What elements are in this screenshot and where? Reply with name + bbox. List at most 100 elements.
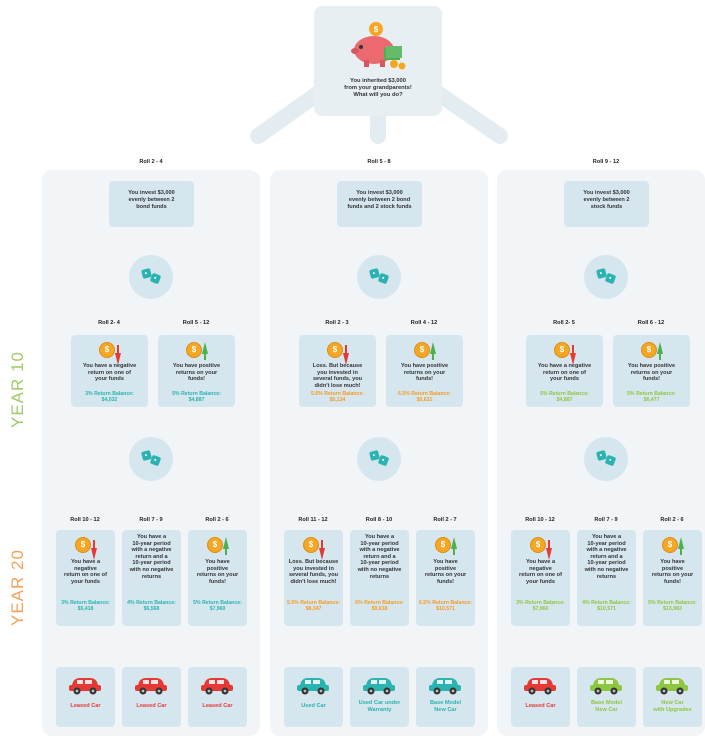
return-line: $6,477	[643, 397, 660, 404]
outcome-line: You have	[660, 559, 685, 565]
invest-line: You invest $3,000	[356, 190, 403, 196]
outcome-roll-label: Roll 4 - 12	[410, 320, 438, 326]
car-label-line: with Upgrades	[653, 706, 692, 713]
outcome-line: 10-year period	[360, 560, 399, 567]
coin-icon	[554, 342, 570, 358]
up-arrow-icon	[657, 342, 663, 360]
coin-icon	[530, 537, 546, 553]
car-label: Leased Car	[57, 703, 114, 710]
intro-text: You inherited $3,000 from your grandpare…	[344, 78, 412, 98]
outcome-line: several funds, you	[312, 376, 363, 383]
outcome-line: funds!	[663, 578, 682, 585]
outcome-line: with a negative	[586, 547, 627, 554]
coin-icon	[327, 342, 343, 358]
car-label-line: New Car	[595, 706, 618, 713]
invest-line: You invest $3,000	[583, 190, 630, 196]
outcome-line: You have a negative	[537, 363, 592, 369]
die-2	[604, 454, 617, 467]
invest-line: evenly between 2 bond	[348, 197, 411, 203]
car-label-line: Used Car under	[358, 700, 401, 706]
return-line: $4,887	[556, 397, 573, 404]
outcome-roll-label: Roll 7 - 9	[594, 517, 618, 523]
up-arrow-icon	[223, 537, 229, 555]
coin-icon	[435, 537, 451, 553]
svg-text:$: $	[374, 25, 379, 34]
outcome-line: return on one of	[519, 572, 562, 579]
invest-line: evenly between 2	[128, 197, 175, 203]
return-balance: 6% Return Balance:$9,618	[351, 600, 408, 613]
coin-icon	[207, 537, 223, 553]
car-label-line: Base Model	[590, 700, 623, 706]
return-balance: 3% Return Balance:$4,032	[72, 391, 147, 404]
return-line: $9,618	[371, 606, 388, 613]
outcome-line: return and a	[363, 553, 396, 560]
outcome-line: return on one of	[64, 572, 107, 579]
coin-icon	[662, 537, 678, 553]
dice-icon	[357, 437, 401, 481]
dice-icon	[129, 437, 173, 481]
return-balance: 5.5% Return Balance:$5,134	[300, 391, 375, 404]
outcome-line: return and a	[590, 553, 623, 560]
coin-icon	[641, 342, 657, 358]
car-icon	[201, 678, 233, 695]
die-2	[377, 272, 390, 285]
outcome-line: you invested in	[317, 369, 358, 376]
piggy-bank-icon: $	[351, 22, 406, 70]
return-line: 4% Return Balance:	[127, 600, 176, 606]
return-line: 5% Return Balance:	[172, 391, 221, 397]
up-arrow-icon	[202, 342, 208, 360]
outcome-line: return on one of	[88, 369, 131, 376]
return-line: $13,983	[663, 606, 682, 613]
outcome-line: 10-year period	[587, 560, 626, 567]
car-card: Leased Car	[188, 667, 247, 727]
outcome-roll-label: Roll 2 - 3	[325, 320, 349, 326]
return-line: $7,960	[209, 606, 226, 613]
outcome-line: 10-year period	[132, 560, 171, 567]
outcome-line: You have a	[525, 559, 556, 565]
car-label-line: Leased Car	[136, 703, 167, 709]
up-arrow-icon	[678, 537, 684, 555]
return-balance: 6.5% Return Balance:$5,631	[387, 391, 462, 404]
outcome-line: funds!	[415, 376, 434, 383]
return-line: 4% Return Balance:	[582, 600, 631, 606]
car-label-line: New Car	[661, 700, 684, 706]
return-line: $8,347	[305, 606, 322, 613]
dice-icon	[357, 255, 401, 299]
down-arrow-icon	[546, 540, 552, 560]
dice-icon	[584, 437, 628, 481]
dice-icon	[129, 255, 173, 299]
outcome-roll-label: Roll 2 - 7	[433, 517, 457, 523]
car-card: Used Car	[284, 667, 343, 727]
outcome-line: with no negative	[357, 566, 402, 573]
outcome-line: you invested in	[293, 565, 334, 572]
return-line: $10,571	[436, 606, 455, 613]
outcome-line: Loss. But because	[312, 363, 363, 369]
outcome-roll-label: Roll 6 - 12	[637, 320, 665, 326]
outcome-line: your funds	[550, 376, 579, 383]
outcome-line: didn't lose much!	[314, 382, 361, 389]
return-balance: 5% Return Balance:$13,983	[644, 600, 701, 613]
return-line: $10,571	[597, 606, 616, 613]
coin-icon	[99, 342, 115, 358]
return-line: 5% Return Balance:	[648, 600, 697, 606]
outcome-line: returns on your	[651, 572, 694, 579]
return-line: 5% Return Balance:	[540, 391, 589, 397]
outcome-line: negative	[529, 565, 552, 572]
return-balance: 5% Return Balance:$4,887	[159, 391, 234, 404]
invest-line: bond funds	[136, 204, 167, 210]
